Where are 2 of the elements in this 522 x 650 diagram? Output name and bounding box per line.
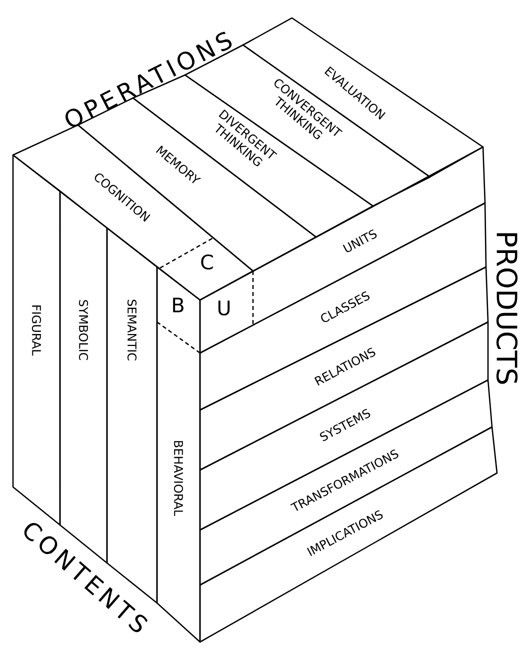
cell-letter: U (218, 300, 230, 316)
axis-label: PRODUCTS (496, 233, 518, 384)
